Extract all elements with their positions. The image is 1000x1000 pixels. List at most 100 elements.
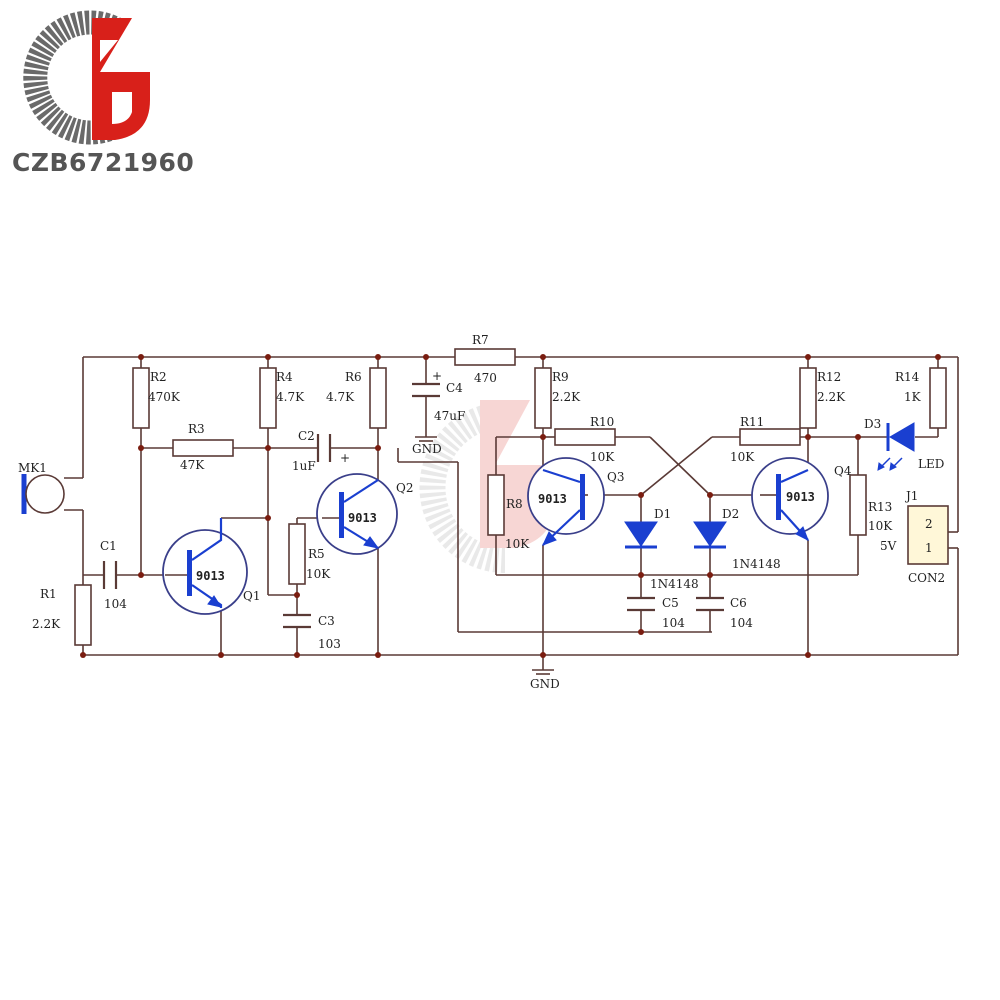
label-q4-part: 9013 (786, 490, 815, 504)
capacitor-c3 (283, 613, 311, 629)
logo-gray-c-icon (23, 10, 125, 145)
label-r11-value: 10K (730, 450, 755, 464)
resistor-r9 (534, 367, 552, 429)
label-d2-value: 1N4148 (732, 557, 781, 571)
label-r2: R2 (150, 370, 167, 384)
microphone-mk1-icon (21, 474, 65, 514)
label-led: LED (918, 457, 944, 471)
label-r2-value: 470K (148, 390, 181, 404)
label-q1-part: 9013 (196, 569, 225, 583)
resistor-r10 (554, 428, 616, 446)
resistor-r14 (929, 367, 947, 429)
diode-d1 (624, 521, 658, 549)
label-con2: CON2 (908, 571, 945, 585)
resistor-r11 (739, 428, 801, 446)
label-r9-value: 2.2K (552, 390, 581, 404)
transistor-q2 (316, 473, 398, 555)
label-c5: C5 (662, 596, 679, 610)
label-c2-value: 1uF (292, 459, 316, 473)
resistor-r6 (369, 367, 387, 429)
label-c4-plus: + (432, 369, 442, 383)
resistor-r1 (74, 584, 92, 646)
label-r1-value: 2.2K (32, 617, 61, 631)
label-r8: R8 (506, 497, 523, 511)
capacitor-c4 (412, 382, 440, 398)
label-q3: Q3 (607, 470, 624, 484)
label-j1-voltage: 5V (880, 539, 897, 553)
brand-logo (23, 10, 150, 145)
capacitor-c6 (696, 596, 724, 612)
resistor-r2 (132, 367, 150, 429)
label-r7-value: 470 (474, 371, 497, 385)
transistor-q1 (162, 518, 248, 615)
label-c5-value: 104 (662, 616, 685, 630)
label-r12: R12 (817, 370, 841, 384)
label-q2-part: 9013 (348, 511, 377, 525)
label-r4-value: 4.7K (276, 390, 305, 404)
label-c4: C4 (446, 381, 463, 395)
transistor-q3 (527, 457, 605, 546)
label-d3: D3 (864, 417, 881, 431)
label-q4: Q4 (834, 464, 852, 478)
resistor-r8 (487, 474, 505, 536)
label-q3-part: 9013 (538, 492, 567, 506)
label-r9: R9 (552, 370, 569, 384)
label-c1: C1 (100, 539, 117, 553)
label-r5-value: 10K (306, 567, 331, 581)
capacitor-c1 (102, 561, 118, 589)
resistor-r5 (288, 523, 306, 585)
resistor-r4 (259, 367, 277, 429)
label-j1-pin2: 2 (925, 517, 933, 531)
label-r3-value: 47K (180, 458, 205, 472)
label-r4: R4 (276, 370, 293, 384)
label-r5: R5 (308, 547, 325, 561)
label-c3-value: 103 (318, 637, 341, 651)
label-c6-value: 104 (730, 616, 753, 630)
capacitor-c5 (627, 596, 655, 612)
label-gnd-bottom: GND (530, 677, 560, 691)
resistor-r12 (799, 367, 817, 429)
label-r6-value: 4.7K (326, 390, 355, 404)
brand-name: CZB6721960 (12, 148, 195, 177)
label-r7: R7 (472, 333, 489, 347)
label-r6: R6 (345, 370, 362, 384)
labels: MK1 R1 2.2K C1 104 R2 470K R3 47K 9013 Q… (18, 333, 945, 691)
label-c2-plus: + (340, 451, 350, 465)
label-mk1: MK1 (18, 461, 47, 475)
label-c6: C6 (730, 596, 747, 610)
label-r13-value: 10K (868, 519, 893, 533)
label-c3: C3 (318, 614, 335, 628)
resistor-r7 (454, 348, 516, 366)
junction-dots (80, 354, 941, 658)
label-c1-value: 104 (104, 597, 127, 611)
label-d1-value: 1N4148 (650, 577, 699, 591)
label-r1: R1 (40, 587, 57, 601)
label-r11: R11 (740, 415, 764, 429)
label-c2: C2 (298, 429, 315, 443)
capacitor-c2 (316, 434, 332, 462)
label-r13: R13 (868, 500, 892, 514)
label-j1-pin1: 1 (925, 541, 933, 555)
label-r14: R14 (895, 370, 920, 384)
connector-j1 (907, 505, 949, 565)
label-q2: Q2 (396, 481, 413, 495)
label-d1: D1 (654, 507, 671, 521)
logo-red-zb-icon (92, 18, 150, 140)
label-j1: J1 (904, 489, 918, 503)
label-r10-value: 10K (590, 450, 615, 464)
label-r8-value: 10K (505, 537, 530, 551)
resistor-r13 (849, 474, 867, 536)
label-d2: D2 (722, 507, 739, 521)
label-c4-value: 47uF (434, 409, 465, 423)
label-r3: R3 (188, 422, 205, 436)
transistor-q4 (751, 457, 829, 542)
diode-d2 (693, 521, 727, 549)
label-r12-value: 2.2K (817, 390, 846, 404)
label-r10: R10 (590, 415, 614, 429)
label-q1: Q1 (243, 589, 260, 603)
led-d3-icon (877, 422, 915, 471)
label-r14-value: 1K (904, 390, 922, 404)
resistor-r3 (172, 439, 234, 457)
label-gnd-top: GND (412, 442, 442, 456)
